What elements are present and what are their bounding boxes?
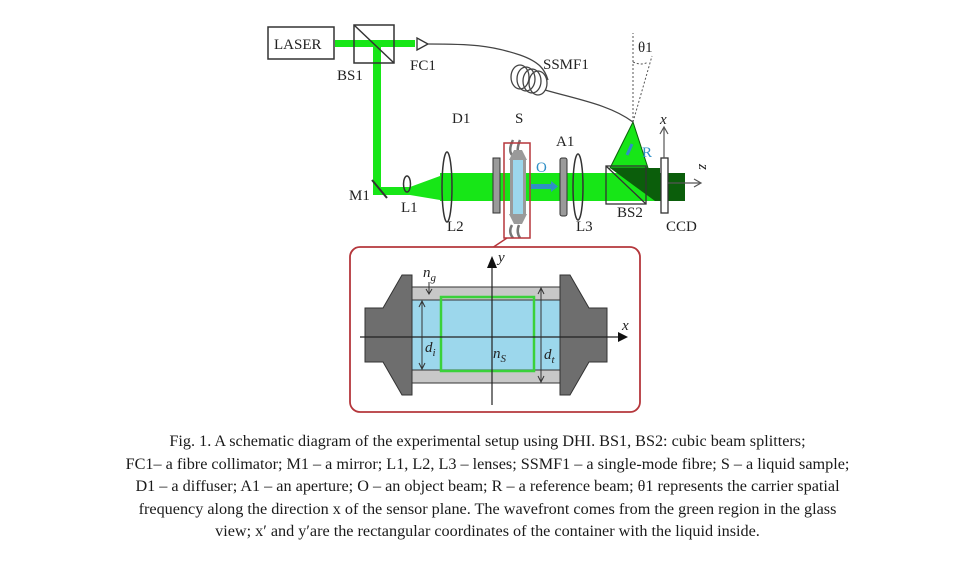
caption-line: frequency along the direction x of the s… (138, 499, 837, 518)
fibre-collimator-fc1 (416, 36, 430, 52)
diffuser-plate (492, 157, 501, 214)
bs1-label: BS1 (337, 68, 363, 84)
sample-inset (349, 246, 641, 413)
beam-splitter-bs1 (353, 24, 395, 64)
caption-line: view; x′ and y′are the rectangular coord… (215, 522, 760, 540)
sensor-x-axis (659, 125, 669, 158)
liquid-sample-s (509, 139, 527, 239)
optical-z-axis (668, 178, 703, 188)
l1-label: L1 (401, 200, 418, 216)
m1-label: M1 (349, 188, 370, 204)
l2-label: L2 (447, 219, 464, 235)
caption-line: Fig. 1. A schematic diagram of the exper… (169, 432, 806, 450)
lens-l1 (402, 175, 412, 193)
caption-line: FC1– a fibre collimator; M1 – a mirror; … (125, 454, 850, 473)
x-axis-label: x (659, 112, 667, 128)
laser-box (267, 26, 335, 60)
lens-l2 (441, 151, 453, 223)
mirror-m1 (371, 179, 388, 199)
theta1-label: θ1 (638, 40, 653, 56)
figure-caption: Fig. 1. A schematic diagram of the exper… (0, 430, 975, 543)
sample-index-label: nS (493, 346, 507, 365)
ccd-label: CCD (666, 219, 697, 235)
inset-x-label: x (621, 318, 629, 334)
a1-label: A1 (556, 134, 574, 150)
sample-highlight-box (503, 142, 531, 239)
bs2-label: BS2 (617, 205, 643, 221)
theta-angle (632, 33, 653, 123)
ccd-sensor (660, 157, 669, 214)
object-beam-arrow (531, 181, 558, 192)
combined-beam-out (655, 173, 685, 201)
o-label: O (536, 160, 547, 176)
total-diameter-label: dt (544, 347, 556, 366)
lens-l3 (572, 153, 584, 221)
inner-diameter-label: di (425, 340, 436, 359)
l3-label: L3 (576, 219, 593, 235)
beam-splitter-bs2 (605, 165, 647, 205)
single-mode-fibre-ssmf1 (427, 43, 634, 123)
inset-y-label: y (496, 250, 505, 266)
caption-line: D1 – a diffuser; A1 – an aperture; O – a… (135, 477, 840, 495)
aperture-a1 (559, 157, 568, 217)
s-label: S (515, 111, 523, 127)
r-label: R (642, 145, 652, 161)
z-axis-label: z (695, 163, 711, 170)
reference-beam-arrow (625, 143, 634, 156)
ssmf1-label: SSMF1 (543, 57, 589, 73)
fc1-label: FC1 (410, 58, 436, 74)
roi-green-region (439, 295, 536, 373)
combined-beam (610, 168, 660, 201)
glass-index-label: ng (423, 265, 437, 284)
d1-label: D1 (452, 111, 470, 127)
setup-diagram: LASER BS1 FC1 SSMF1 θ1 D1 M1 L1 L2 (267, 24, 711, 413)
laser-label: LASER (274, 37, 322, 53)
